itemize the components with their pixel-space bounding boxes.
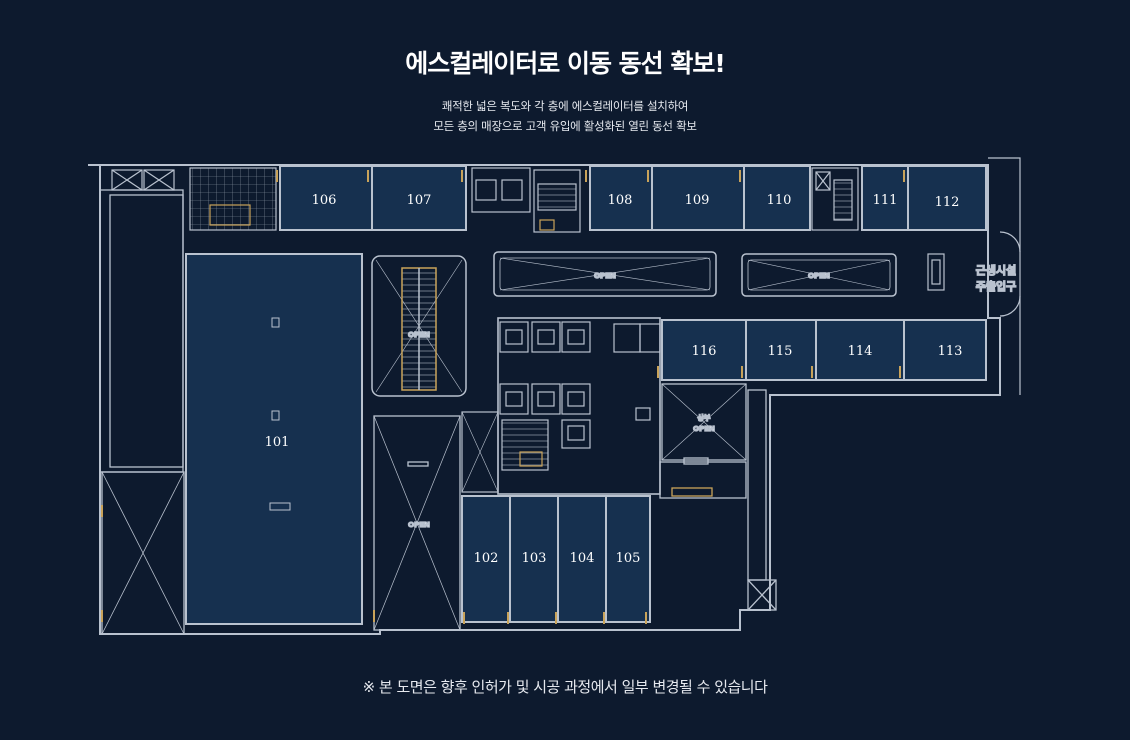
upper-void-label-2: OPEN — [693, 425, 715, 433]
unit-109[interactable]: 109 — [651, 165, 745, 231]
unit-101-label: 101 — [265, 435, 290, 450]
unit-105-label: 105 — [616, 551, 641, 566]
unit-115[interactable]: 115 — [745, 319, 817, 381]
page-title: 에스컬레이터로 이동 동선 확보! — [405, 49, 726, 78]
subtitle-line-2: 모든 층의 매장으로 고객 유입에 활성화된 열린 동선 확보 — [433, 119, 697, 133]
unit-103-label: 103 — [522, 551, 547, 566]
unit-112[interactable]: 112 — [907, 165, 987, 231]
unit-115-label: 115 — [768, 344, 793, 359]
unit-107-label: 107 — [407, 193, 432, 208]
left-corridor — [99, 189, 185, 635]
unit-114-label: 114 — [848, 344, 873, 359]
main-entrance: 근생시설 주출입구 — [927, 157, 1021, 395]
escalator-open-label: OPEN — [408, 331, 430, 339]
entrance-label-2: 주출입구 — [976, 279, 1016, 293]
top-elevator-core — [471, 167, 581, 233]
unit-111[interactable]: 111 — [861, 165, 909, 231]
unit-102[interactable]: 102 — [461, 495, 511, 623]
unit-106-label: 106 — [312, 193, 337, 208]
unit-108-label: 108 — [608, 193, 633, 208]
central-elevator-core — [461, 317, 661, 495]
unit-116-label: 116 — [692, 344, 717, 359]
unit-107[interactable]: 107 — [371, 165, 467, 231]
unit-101[interactable]: 101 — [185, 253, 363, 625]
unit-108[interactable]: 108 — [589, 165, 653, 231]
top-right-stair — [811, 167, 859, 231]
unit-113[interactable]: 113 — [903, 319, 987, 381]
unit-112-label: 112 — [935, 195, 960, 210]
upper-void: 상부 OPEN — [659, 383, 777, 611]
unit-105[interactable]: 105 — [605, 495, 651, 623]
entrance-label-1: 근생시설 — [976, 263, 1016, 277]
unit-106[interactable]: 106 — [279, 165, 373, 231]
gold-column-accents — [101, 170, 905, 624]
unit-103[interactable]: 103 — [509, 495, 559, 623]
atrium-right: OPEN — [741, 253, 897, 297]
unit-116[interactable]: 116 — [661, 319, 747, 381]
unit-110[interactable]: 110 — [743, 165, 811, 231]
unit-104-label: 104 — [570, 551, 595, 566]
atrium-left-open-label: OPEN — [594, 272, 616, 280]
upper-void-label-1: 상부 — [698, 413, 711, 422]
unit-109-label: 109 — [685, 193, 710, 208]
unit-113-label: 113 — [938, 344, 963, 359]
unit-102-label: 102 — [474, 551, 499, 566]
top-left-shafts — [111, 167, 277, 231]
atrium-right-open-label: OPEN — [808, 272, 830, 280]
lower-void: OPEN — [373, 415, 461, 631]
unit-114[interactable]: 114 — [815, 319, 905, 381]
lower-void-open-label: OPEN — [408, 521, 430, 529]
subtitle-line-1: 쾌적한 넓은 복도와 각 층에 에스컬레이터를 설치하여 — [441, 99, 689, 113]
footnote: ※ 본 도면은 향후 인허가 및 시공 과정에서 일부 변경될 수 있습니다 — [362, 678, 768, 696]
escalator-void: OPEN — [371, 255, 467, 397]
unit-111-label: 111 — [873, 193, 898, 208]
atrium-left: OPEN — [493, 251, 717, 297]
unit-110-label: 110 — [767, 193, 792, 208]
unit-104[interactable]: 104 — [557, 495, 607, 623]
